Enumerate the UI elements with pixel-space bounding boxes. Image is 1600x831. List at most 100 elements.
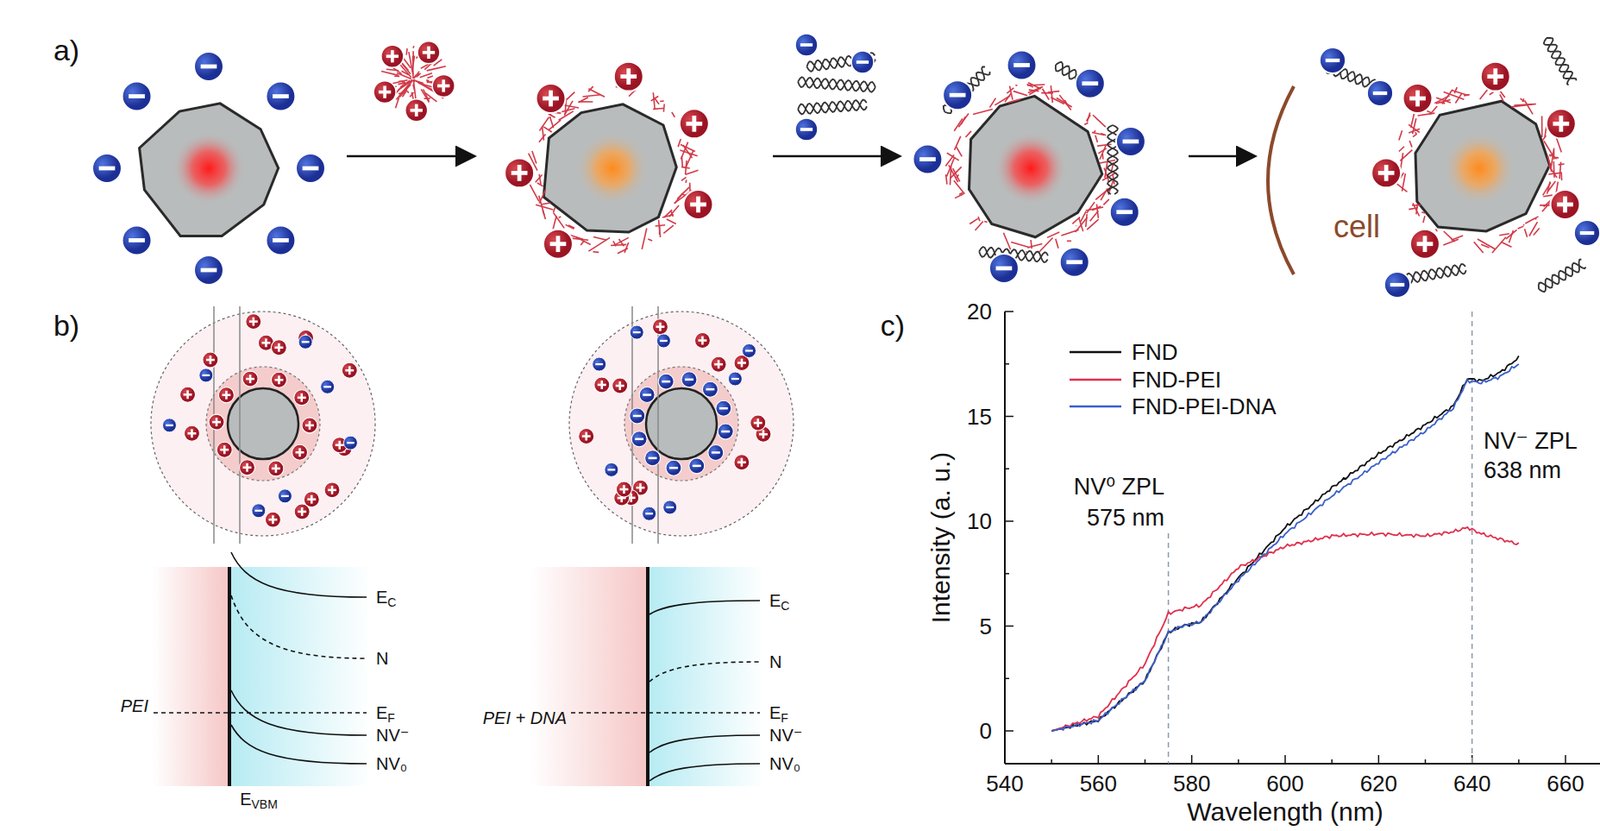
pei-strand	[1421, 212, 1425, 214]
pei-strand	[548, 113, 556, 118]
condition-label: PEI	[120, 696, 149, 716]
charge-sign	[622, 484, 626, 494]
minus-charge	[194, 51, 224, 82]
charge-sign	[281, 495, 289, 497]
charge-sign	[629, 493, 633, 502]
pei-strand	[1438, 101, 1445, 104]
minus-charge	[851, 50, 874, 74]
x-tick	[1424, 759, 1427, 764]
charge-sign	[277, 343, 281, 352]
pei-strand	[1027, 244, 1042, 249]
plus-charge	[734, 454, 750, 471]
pei-strand	[553, 207, 556, 213]
minus-charge	[702, 381, 718, 397]
legend-text: FND-PEI	[1131, 367, 1222, 393]
charge-sign	[201, 374, 210, 377]
charge-sign	[382, 85, 387, 98]
panel-label: c)	[880, 309, 905, 342]
dna-helix	[1107, 125, 1118, 195]
plus-charge	[292, 444, 308, 460]
charge-sign	[209, 355, 213, 364]
charge-sign	[200, 268, 218, 273]
pei-strand	[413, 84, 415, 91]
plus-charge	[417, 41, 440, 64]
charge-sign	[692, 464, 702, 468]
pei-strand	[1518, 225, 1525, 229]
pei-strand	[394, 75, 400, 77]
y-tick	[1004, 363, 1010, 365]
pei-strand	[953, 180, 965, 195]
pei-strand	[1027, 84, 1045, 86]
pei-strand	[1423, 215, 1425, 223]
pei-strand	[381, 71, 399, 76]
plus-charge	[208, 414, 225, 430]
pei-strand	[1443, 238, 1459, 245]
charge-sign	[128, 94, 145, 99]
tick-label: 15	[966, 403, 992, 429]
minus-charge	[604, 462, 619, 477]
dna-helix	[1536, 258, 1587, 294]
charge-sign	[254, 509, 263, 512]
plus-charge	[270, 339, 287, 356]
minus-charge	[1367, 80, 1393, 107]
charge-sign	[1580, 231, 1595, 235]
plus-charge	[268, 460, 284, 477]
x-axis	[1004, 762, 1600, 765]
plus-charge	[242, 370, 258, 387]
dna-strand	[797, 99, 868, 114]
charge-sign	[1384, 164, 1389, 182]
tick-label: 620	[1360, 771, 1398, 797]
pei-strand	[529, 184, 540, 202]
plus-charge	[245, 313, 262, 330]
minus-charge	[642, 506, 657, 521]
pei-strand	[1085, 213, 1087, 227]
plus-charge	[324, 482, 340, 498]
minus-charge	[1007, 50, 1037, 80]
dna-helix	[941, 65, 992, 116]
charge-sign	[996, 266, 1013, 271]
charge-sign	[331, 485, 334, 495]
pei-strand	[1543, 182, 1551, 196]
charge-sign	[301, 507, 304, 516]
peak-label: NV⁰ ZPL	[1073, 474, 1165, 501]
charge-sign	[1390, 282, 1406, 287]
tick-label: 10	[966, 508, 992, 534]
pei-strand	[539, 133, 546, 142]
pei-strand	[1003, 232, 1011, 250]
pei-strand	[588, 88, 605, 98]
charge-sign	[264, 338, 268, 347]
panel-c-art	[1004, 311, 1600, 764]
pei-strand	[969, 218, 978, 224]
pei-strand	[1549, 154, 1551, 157]
pei-strand	[671, 112, 675, 118]
charge-sign	[634, 438, 644, 441]
pei-strand	[989, 98, 996, 108]
dna-helix	[797, 76, 877, 93]
charge-sign	[245, 463, 249, 472]
minus-charge	[708, 444, 724, 460]
minus-charge	[741, 343, 756, 358]
charge-sign	[302, 166, 320, 171]
band-curve	[231, 552, 367, 597]
pei-strand	[535, 174, 543, 182]
charge-sign	[1081, 81, 1099, 86]
plus-charge	[1371, 157, 1401, 188]
minus-charge	[629, 325, 644, 339]
pei-strand	[681, 176, 687, 181]
x-tick	[1284, 754, 1287, 764]
minus-charge	[592, 357, 607, 371]
tick-label: 600	[1266, 771, 1304, 797]
charge-sign	[348, 365, 352, 375]
charge-sign	[310, 495, 314, 504]
minus-charge	[295, 153, 326, 183]
cell-membrane	[1267, 86, 1294, 275]
plus-charge	[183, 425, 200, 441]
pei-strand	[689, 182, 691, 192]
charge-sign	[301, 393, 304, 402]
y-axis	[1003, 311, 1006, 764]
pei-strand	[1558, 163, 1565, 166]
pei-strand	[578, 97, 589, 103]
charge-sign	[517, 164, 522, 182]
pei-strand	[652, 107, 664, 109]
pei-strand	[1426, 110, 1431, 113]
